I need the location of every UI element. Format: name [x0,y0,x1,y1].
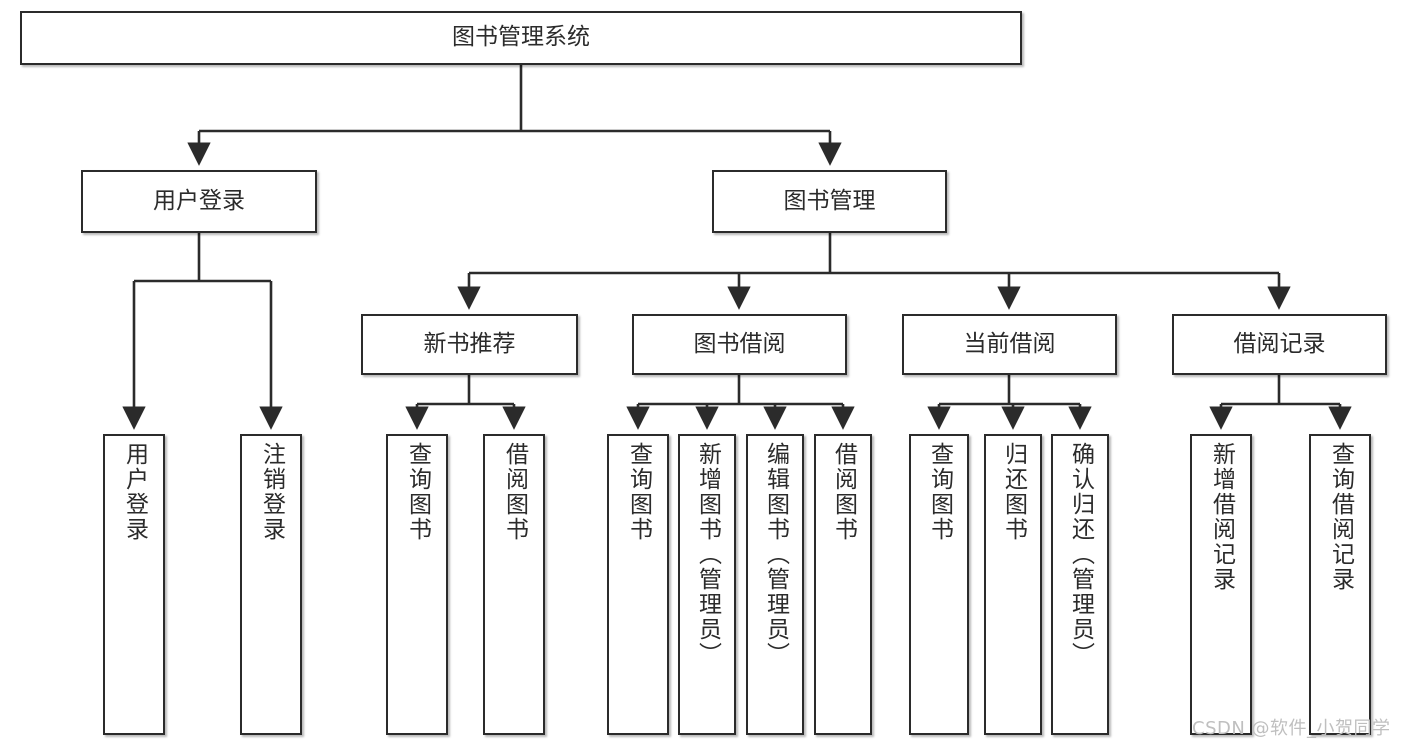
node-leaf-add-record[interactable]: 新增借阅记录 [1190,434,1252,735]
node-label: 图书管理 [783,187,876,214]
node-label: 注销登录 [258,442,285,542]
node-leaf-query-book-1[interactable]: 查询图书 [386,434,448,735]
node-label: 编辑图书（管理员） [762,442,789,667]
node-current-borrow[interactable]: 当前借阅 [902,314,1117,375]
node-leaf-query-record[interactable]: 查询借阅记录 [1309,434,1371,735]
node-label: 当前借阅 [963,330,1056,357]
node-root-system[interactable]: 图书管理系统 [20,11,1022,65]
node-leaf-query-book-2[interactable]: 查询图书 [607,434,669,735]
node-leaf-confirm-return[interactable]: 确认归还（管理员） [1051,434,1109,735]
csdn-watermark: CSDN @软件_小贺同学 [1192,718,1391,739]
node-label: 查询图书 [926,442,953,542]
node-label: 新增图书（管理员） [694,442,721,667]
node-label: 查询借阅记录 [1327,442,1354,592]
node-label: 借阅记录 [1233,330,1326,357]
node-new-book-recommend[interactable]: 新书推荐 [361,314,578,375]
node-leaf-borrow-book-1[interactable]: 借阅图书 [483,434,545,735]
node-label: 查询图书 [404,442,431,542]
node-label: 查询图书 [625,442,652,542]
node-leaf-query-book-3[interactable]: 查询图书 [909,434,969,735]
node-label: 确认归还（管理员） [1067,442,1094,667]
node-label: 借阅图书 [830,442,857,542]
node-label: 借阅图书 [501,442,528,542]
node-label: 新书推荐 [423,330,516,357]
node-label: 归还图书 [1000,442,1027,542]
node-label: 图书管理系统 [452,24,590,51]
node-leaf-logout[interactable]: 注销登录 [240,434,302,735]
node-label: 图书借阅 [693,330,786,357]
node-label: 用户登录 [153,187,245,214]
node-borrow-record[interactable]: 借阅记录 [1172,314,1387,375]
node-leaf-add-book[interactable]: 新增图书（管理员） [678,434,736,735]
node-book-borrow[interactable]: 图书借阅 [632,314,847,375]
node-book-manage[interactable]: 图书管理 [712,170,947,233]
node-user-login[interactable]: 用户登录 [81,170,317,233]
node-leaf-return-book[interactable]: 归还图书 [984,434,1042,735]
node-leaf-edit-book[interactable]: 编辑图书（管理员） [746,434,804,735]
node-label: 用户登录 [121,442,148,542]
node-leaf-borrow-book-2[interactable]: 借阅图书 [814,434,872,735]
node-label: 新增借阅记录 [1208,442,1235,592]
node-leaf-user-login[interactable]: 用户登录 [103,434,165,735]
